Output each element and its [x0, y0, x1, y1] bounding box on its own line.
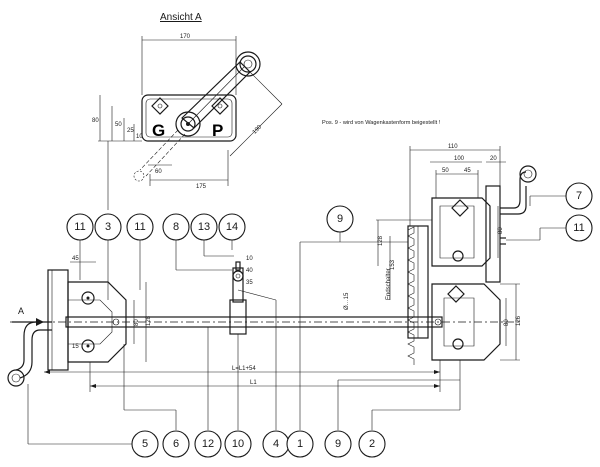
dim-right-80a: 80	[498, 227, 504, 234]
dim-190: 190	[252, 124, 264, 136]
callout-9-top: 9	[337, 213, 343, 225]
shaft	[65, 316, 443, 328]
dim-60: 60	[155, 169, 162, 175]
leaders-top	[79, 195, 566, 430]
dim-l1: L1	[250, 380, 257, 386]
dim-right-20: 20	[490, 156, 497, 162]
dim-left-128: 128	[146, 315, 152, 326]
dim-right-80b: 80	[504, 319, 510, 326]
callout-6: 6	[173, 438, 179, 450]
dim-small-35: 35	[246, 280, 253, 286]
callout-8: 8	[173, 221, 179, 233]
view-arrow-label: A	[18, 306, 24, 316]
panel-letter-p: P	[212, 121, 223, 140]
view-title: Ansicht A	[160, 12, 202, 23]
dim-left-15: 15	[72, 344, 79, 350]
dim-80: 80	[92, 118, 99, 124]
callouts-bottom: 5 6 12 10 4 1 9 2	[131, 430, 386, 458]
callout-9-bottom: 9	[335, 438, 341, 450]
dim-right-153: 153	[390, 259, 396, 270]
dim-right-45: 45	[464, 168, 471, 174]
dim-10: 10	[136, 134, 143, 140]
dim-small-10: 10	[246, 256, 253, 262]
callout-7: 7	[576, 190, 582, 202]
right-mounting-plate	[485, 185, 501, 283]
main-shaft-assembly: A Ø…15 10 40 35	[10, 256, 520, 335]
dim-170: 170	[180, 34, 191, 40]
callout-11-mid: 11	[134, 221, 145, 233]
callout-12: 12	[202, 438, 214, 450]
right-crank-knob-icon	[519, 165, 537, 183]
dim-right-110: 110	[448, 144, 458, 150]
leaders-bottom	[27, 300, 461, 445]
dim-right-126: 126	[516, 315, 522, 326]
dim-small-40: 40	[246, 268, 253, 274]
callout-5: 5	[142, 438, 148, 450]
dim-right-100: 100	[454, 156, 465, 162]
left-bearing-assembly: 45 80 128 15	[7, 256, 152, 387]
dim-50: 50	[115, 122, 122, 128]
dim-right-50: 50	[442, 168, 449, 174]
right-bearing-assembly: 110 100 20 50 45 128 153 Endschalter 80 …	[376, 144, 537, 365]
callout-1: 1	[297, 438, 303, 450]
dim-175: 175	[196, 184, 207, 190]
dim-left-80: 80	[134, 319, 140, 326]
lever-knob-icon	[235, 51, 261, 77]
callout-10: 10	[232, 438, 244, 450]
dim-l-formula: L=L1+54	[232, 366, 256, 372]
callout-13: 13	[198, 221, 210, 233]
callout-11-right: 11	[573, 222, 584, 234]
callout-4: 4	[273, 438, 279, 450]
selector-panel	[141, 94, 237, 142]
endschalter-label: Endschalter	[386, 268, 392, 300]
left-mounting-plate	[47, 269, 69, 371]
callout-2: 2	[369, 438, 375, 450]
dim-25: 25	[127, 128, 134, 134]
callout-11-left: 11	[74, 221, 85, 233]
callout-14: 14	[226, 221, 238, 233]
note-text: Pos. 9 - wird von Wagenkastenform beiges…	[322, 120, 441, 126]
left-crank-knob-icon	[7, 369, 25, 387]
dim-right-128: 128	[378, 235, 384, 246]
callout-3: 3	[105, 221, 111, 233]
dim-left-45: 45	[72, 256, 79, 262]
left-crank	[15, 321, 52, 371]
view-a-inset: 170 G P 190 175 60	[92, 34, 283, 210]
panel-letter-g: G	[152, 121, 165, 140]
shaft-diameter-label: Ø…15	[344, 292, 350, 310]
callouts-top: 11 3 11 8 13 14 9 7 11	[66, 182, 593, 242]
